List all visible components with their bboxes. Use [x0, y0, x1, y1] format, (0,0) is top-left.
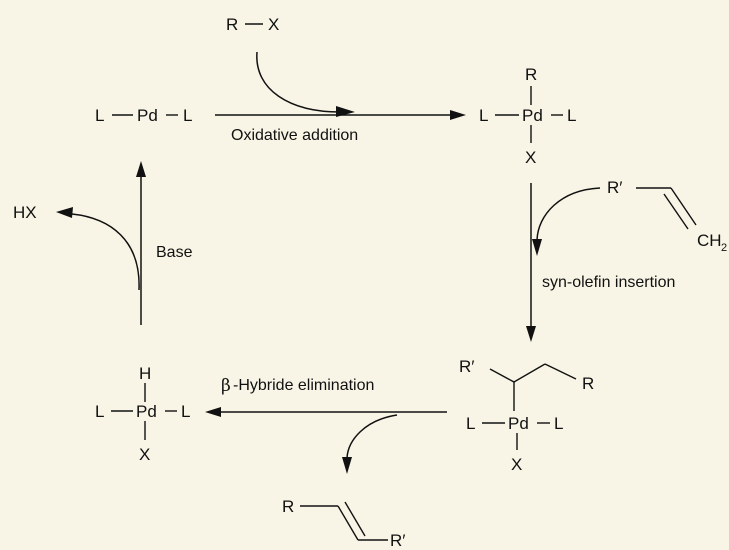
oxidative-addition-arrowhead — [450, 110, 466, 120]
oxidative-addition-label: Oxidative addition — [231, 127, 358, 144]
hydrido-pd-complex: H L Pd L X — [95, 364, 190, 464]
oxidative-addition-step: Oxidative addition — [215, 51, 466, 144]
intermediate-r-prime: R′ — [459, 357, 474, 376]
r-x-entry-curve — [256, 51, 341, 113]
olefin-entry-arrowhead — [532, 239, 542, 256]
product-r-prime: R′ — [390, 531, 405, 550]
product-r-atom: R — [282, 497, 294, 516]
olefin-double-bond-outer — [670, 187, 697, 226]
intermediate-bond-r — [544, 363, 577, 380]
alkene-product: R R′ — [282, 497, 405, 550]
beta-hydride-elimination-step: β -Hybride elimination — [205, 376, 447, 474]
olefin-reagent: R′ CH 2 — [607, 178, 727, 254]
beta-elimination-arrowhead — [205, 407, 221, 417]
adduct-ligand-right: L — [567, 106, 576, 125]
hydride-x-atom: X — [139, 445, 150, 464]
product-release-arrowhead — [342, 457, 352, 474]
hydride-ligand-left: L — [95, 402, 104, 421]
pd0-ligand-right: L — [183, 106, 192, 125]
hx-release-arrowhead — [56, 207, 73, 218]
pd0-metal: Pd — [137, 106, 158, 125]
pd0-complex: L Pd L — [95, 106, 192, 125]
adduct-x-atom: X — [525, 148, 536, 167]
intermediate-bond-r-prime — [489, 368, 515, 383]
pd0-ligand-left: L — [95, 106, 104, 125]
olefin-double-bond-inner — [663, 193, 689, 230]
intermediate-x-atom: X — [511, 455, 522, 474]
intermediate-metal: Pd — [508, 414, 529, 433]
pd2-oxidative-adduct: R L Pd L X — [479, 65, 576, 167]
hydride-h-atom: H — [139, 364, 151, 383]
beta-symbol: β — [221, 376, 231, 396]
hx-byproduct: HX — [13, 203, 37, 222]
olefin-entry-curve — [536, 187, 601, 241]
hydride-ligand-right: L — [181, 402, 190, 421]
olefin-r-prime: R′ — [607, 178, 622, 197]
olefin-ch-subscript: 2 — [721, 242, 727, 254]
hx-release-curve — [71, 213, 140, 291]
reagent-x-atom: X — [268, 15, 279, 34]
olefin-insertion-arrowhead — [526, 326, 536, 342]
beta-elimination-label: -Hybride elimination — [233, 377, 374, 394]
intermediate-bond-chain — [513, 363, 546, 383]
hydride-metal: Pd — [136, 402, 157, 421]
intermediate-ligand-right: L — [554, 414, 563, 433]
product-release-curve — [346, 414, 398, 459]
reagent-r-atom: R — [226, 15, 238, 34]
alkyl-pd-intermediate: R′ R L Pd L X — [459, 357, 594, 474]
adduct-r-atom: R — [525, 65, 537, 84]
olefin-insertion-label: syn-olefin insertion — [542, 274, 675, 291]
olefin-insertion-step: syn-olefin insertion — [526, 183, 675, 342]
r-x-entry-arrowhead — [336, 106, 355, 117]
adduct-ligand-left: L — [479, 106, 488, 125]
product-double-bond-outer — [337, 505, 359, 541]
base-regeneration-arrowhead — [136, 161, 146, 177]
reagent-r-x: R X — [226, 15, 279, 34]
adduct-metal: Pd — [522, 106, 543, 125]
intermediate-ligand-left: L — [466, 414, 475, 433]
olefin-ch: CH — [697, 231, 722, 250]
product-double-bond-inner — [344, 501, 366, 537]
base-regeneration-step: Base HX — [13, 161, 193, 325]
base-label: Base — [156, 244, 193, 261]
intermediate-r-atom: R — [582, 374, 594, 393]
